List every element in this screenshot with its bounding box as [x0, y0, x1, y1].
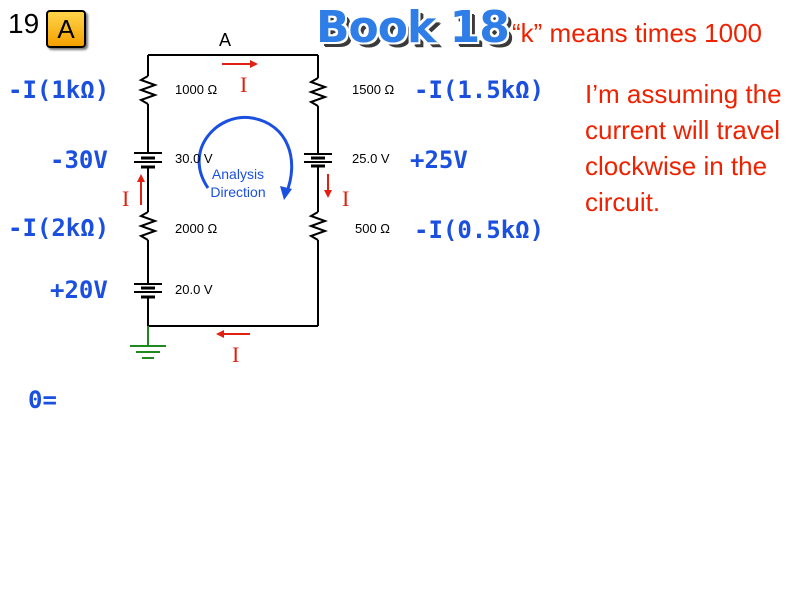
equation-sum: 0=	[28, 386, 57, 414]
current-label-left: I	[122, 186, 130, 211]
term-v-25: +25V	[410, 146, 468, 174]
label-v-30: 30.0 V	[175, 151, 213, 166]
label-r-2000: 2000 Ω	[175, 221, 218, 236]
term-r-1-5k: -I(1.5kΩ)	[414, 76, 545, 104]
term-v-20: +20V	[50, 276, 108, 304]
node-a-label: A	[219, 30, 232, 50]
label-r-1000: 1000 Ω	[175, 82, 218, 97]
book-title: Book 18	[316, 2, 510, 53]
term-v-30: -30V	[50, 146, 108, 174]
analysis-arrowhead-icon	[280, 186, 292, 200]
resistor-top-left	[138, 75, 158, 105]
analysis-direction-arrow	[197, 115, 294, 195]
label-r-500: 500 Ω	[355, 221, 391, 236]
resistor-top-right	[308, 77, 328, 107]
label-v-20: 20.0 V	[175, 282, 213, 297]
analysis-label-line-1: Analysis	[211, 166, 265, 182]
label-v-25: 25.0 V	[352, 151, 390, 166]
analysis-direction-label: Analysis Direction	[198, 165, 278, 201]
slide-number: 19	[8, 8, 40, 39]
current-label-top: I	[240, 72, 248, 97]
resistor-bottom-left	[138, 211, 158, 241]
clockwise-note: I’m assuming the current will travel clo…	[585, 79, 782, 217]
analysis-label-line-2: Direction	[210, 184, 266, 200]
term-r-1k: -I(1kΩ)	[8, 76, 110, 104]
slide-badge: A	[46, 10, 86, 48]
k-note: “k” means times 1000	[512, 18, 762, 48]
term-r-2k: -I(2kΩ)	[8, 214, 110, 242]
resistor-bottom-right	[308, 211, 328, 241]
label-r-1500: 1500 Ω	[352, 82, 395, 97]
current-label-bottom: I	[232, 342, 240, 367]
ground-icon	[130, 326, 166, 359]
term-r-0-5k: -I(0.5kΩ)	[414, 216, 545, 244]
current-label-right: I	[342, 186, 350, 211]
